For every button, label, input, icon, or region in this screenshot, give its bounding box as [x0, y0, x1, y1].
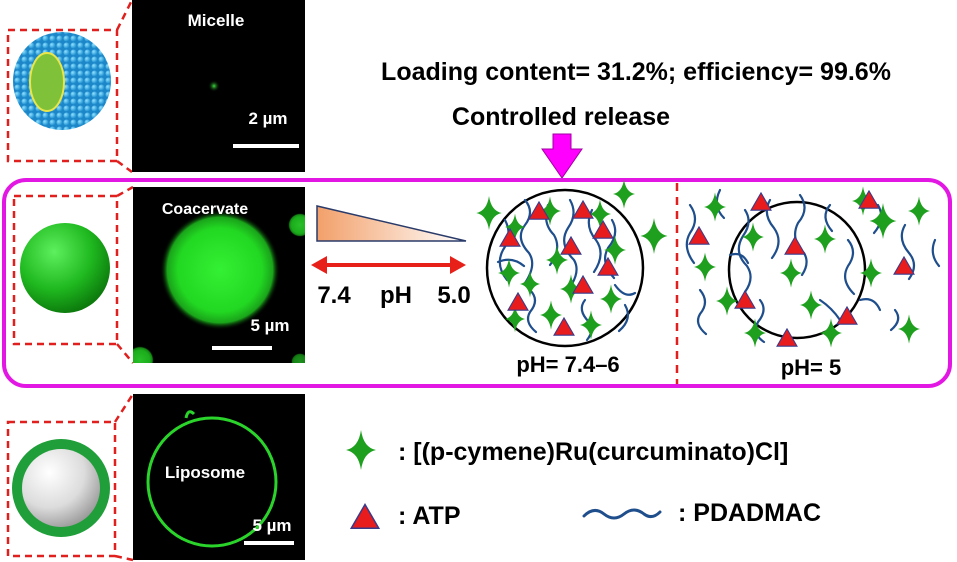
legend-star-icon: [346, 430, 376, 470]
legend-drug-label: : [(p-cymene)Ru(curcuminato)Cl]: [398, 438, 788, 466]
ph-low-value: 7.4: [317, 282, 351, 309]
micelle-fluorescent-dot: [208, 80, 220, 92]
acidic-state-droplet: [685, 186, 941, 348]
coacervate-sphere: [20, 223, 110, 313]
liposome-membrane-ring: [146, 416, 278, 548]
micelle-scale-label: 2 µm: [248, 109, 287, 128]
micelle-schematic: [6, 0, 134, 174]
neutral-state-droplet: [476, 179, 668, 348]
ph-gradient-wedge: [316, 205, 467, 242]
ph-high-value: 5.0: [437, 282, 470, 309]
ph-double-arrow: [311, 256, 466, 274]
acidic-droplet-boundary: [727, 200, 867, 340]
legend-atp-label: : ATP: [398, 502, 461, 530]
coacervate-dashed-box: [12, 194, 119, 346]
legend-polymer-label: : PDADMAC: [678, 499, 821, 527]
coacervate-schematic: [12, 185, 134, 364]
liposome-inner-core: [22, 449, 100, 527]
coacervate-frame: [2, 178, 952, 388]
legend-polymer-icon: [582, 508, 662, 520]
liposome-scale-bar: [244, 541, 294, 545]
micelle-core: [29, 52, 65, 112]
neutral-state-label: pH= 7.4–6: [516, 352, 619, 377]
liposome-scale-label: 5 µm: [252, 516, 291, 535]
coacervate-droplet: [160, 210, 280, 330]
liposome-schematic: [6, 393, 135, 562]
micelle-label: Micelle: [188, 11, 245, 30]
release-down-arrow: [541, 133, 583, 179]
coacervate-scale-label: 5 µm: [250, 316, 289, 335]
legend: : [(p-cymene)Ru(curcuminato)Cl] : ATP : …: [346, 430, 821, 530]
coacervate-label: Coacervate: [162, 201, 248, 218]
liposome-label: Liposome: [165, 463, 245, 482]
liposome-dashed-box: [6, 420, 117, 558]
coacervate-micrograph: [133, 187, 305, 363]
loading-text: Loading content= 31.2%; efficiency= 99.6…: [381, 58, 891, 86]
acidic-state-label: pH= 5: [781, 355, 842, 380]
liposome-micrograph: [133, 394, 305, 560]
micelle-micrograph: Micelle 2 µm: [132, 0, 305, 172]
release-text: Controlled release: [452, 103, 670, 131]
micelle-dashed-box: [6, 28, 119, 163]
legend-triangle-icon: [350, 503, 380, 530]
micelle-scale-bar: [233, 144, 299, 148]
coacervate-scale-bar: [212, 346, 272, 350]
ph-axis-label: pH: [380, 282, 412, 309]
